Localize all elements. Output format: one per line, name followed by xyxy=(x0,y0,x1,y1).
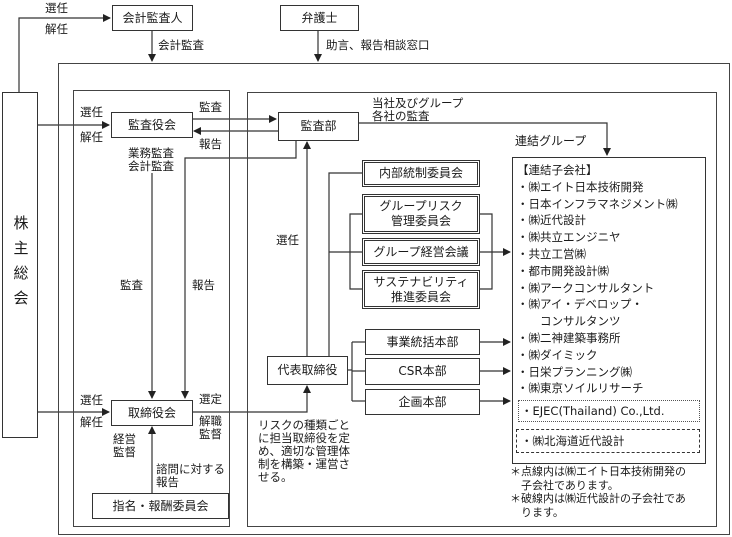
accounting-audit-label: 会計監査 xyxy=(158,38,204,52)
nomination-committee-label: 指名・報酬委員会 xyxy=(112,498,209,513)
subsidiary-item: ・㈱共立エンジニヤ xyxy=(517,230,621,245)
note-line: せる。 xyxy=(258,470,293,484)
advisory-report-line1: 諮問に対する xyxy=(156,462,225,476)
committee-label: サステナビリティ xyxy=(373,274,469,289)
auditor-dismiss-label: 解任 xyxy=(45,22,68,36)
company-frame xyxy=(58,63,730,535)
division-csr: CSR本部 xyxy=(365,358,480,385)
consolidated-group-label: 連結グループ xyxy=(515,134,587,148)
division-label: CSR本部 xyxy=(398,364,447,378)
lawyer-label: 弁護士 xyxy=(301,10,338,25)
subsidiaries-list: 【連結子会社】 ・㈱エイト日本技術開発 ・日本インフラマネジメント㈱ ・㈱近代設… xyxy=(517,162,678,397)
manage-supervise-line1: 経営 xyxy=(113,432,136,446)
subsidiary-item: ・日本インフラマネジメント㈱ xyxy=(517,196,678,211)
dismiss-supervise-line2: 監督 xyxy=(199,427,222,441)
subsidiary-item: ・共立工営㈱ xyxy=(517,246,586,261)
subsidiaries-box xyxy=(512,157,706,464)
division-label: 企画本部 xyxy=(398,394,447,409)
note-line: に担当取締役を定 xyxy=(258,431,350,445)
audit-dept-label: 監査部 xyxy=(300,119,337,133)
auditor-appoint-label: 選任 xyxy=(45,1,68,15)
subsidiary-item: ・日栄プランニング㈱ xyxy=(517,364,632,379)
committee-label: 内部統制委員会 xyxy=(378,166,463,180)
audit-to-board-label: 監査 xyxy=(120,278,143,292)
footnote-line: ります。 xyxy=(510,505,564,519)
committee-internal-control: 内部統制委員会 xyxy=(362,160,480,187)
subsidiary-item: ・㈱アークコンサルタント xyxy=(517,280,655,295)
nomination-committee-box: 指名・報酬委員会 xyxy=(92,493,229,519)
accounting-auditor-label: 会計監査人 xyxy=(122,10,183,25)
board-dismiss-label: 解任 xyxy=(80,415,103,429)
note-line: リスクの種類ごと xyxy=(258,418,350,432)
subsidiary-item: ・㈱二神建築事務所 xyxy=(517,330,621,345)
appoint-audit-dept-label: 選任 xyxy=(276,233,299,247)
board-of-directors-box: 取締役会 xyxy=(111,400,193,426)
audit-board-dismiss-label: 解任 xyxy=(80,130,103,144)
subsidiary-item: ・㈱エイト日本技術開発 xyxy=(517,179,644,194)
hokkaido-subsidiary: ・㈱北海道近代設計 xyxy=(521,434,625,448)
manage-supervise-line2: 監督 xyxy=(113,445,136,459)
dept-report-label: 報告 xyxy=(199,137,222,151)
audit-dept-scope-line2: 各社の監査 xyxy=(372,109,430,123)
footnote-line: ＊破線内は㈱近代設計の子会社であ xyxy=(510,492,686,505)
select-label: 選定 xyxy=(199,392,222,406)
note-line: め、適切な管理体 xyxy=(258,444,350,458)
committee-group-management: グループ経営会議 xyxy=(362,238,480,266)
hokkaido-subsidiary-dashed-box xyxy=(516,429,700,453)
audit-scope-line1: 業務監査 xyxy=(128,146,174,160)
committee-label: 管理委員会 xyxy=(390,214,451,228)
subsidiary-item: ・㈱東京ソイルリサーチ xyxy=(517,381,644,396)
board-of-directors-label: 取締役会 xyxy=(127,405,176,420)
risk-management-note: リスクの種類ごと に担当取締役を定 め、適切な管理体 制を構築・運営さ せる。 xyxy=(258,419,350,484)
subsidiary-item: ・㈱ダイミック xyxy=(517,347,598,362)
subsidiary-footnotes: ＊点線内は㈱エイト日本技術開発の 子会社であります。 ＊破線内は㈱近代設計の子会… xyxy=(510,465,686,519)
audit-to-dept-label: 監査 xyxy=(199,100,222,114)
representative-director-label: 代表取締役 xyxy=(277,363,338,377)
representative-director-box: 代表取締役 xyxy=(267,356,348,385)
board-appoint-label: 選任 xyxy=(80,393,103,407)
footnote-line: ＊点線内は㈱エイト日本技術開発の xyxy=(510,465,686,478)
subsidiary-item: コンサルタンツ xyxy=(517,314,621,329)
execution-panel xyxy=(247,92,717,527)
audit-board-appoint-label: 選任 xyxy=(80,105,103,119)
committee-sustainability: サステナビリティ 推進委員会 xyxy=(362,270,480,309)
ejec-subsidiary: ・EJEC(Thailand) Co.,Ltd. xyxy=(521,404,665,418)
footnote-line: 子会社であります。 xyxy=(510,478,619,492)
subsidiary-item: ・㈱アイ・デベロップ・ xyxy=(517,297,643,312)
subsidiary-item: ・㈱近代設計 xyxy=(517,213,586,228)
division-planning: 企画本部 xyxy=(365,389,480,415)
committee-label: 推進委員会 xyxy=(390,289,451,304)
accounting-auditor-box: 会計監査人 xyxy=(112,5,193,31)
dismiss-supervise-line1: 解職 xyxy=(199,414,222,428)
audit-scope-line2: 会計監査 xyxy=(128,159,174,173)
committee-group-risk: グループリスク 管理委員会 xyxy=(362,194,480,234)
advisory-report-line2: 報告 xyxy=(156,475,179,489)
division-business: 事業統括本部 xyxy=(365,329,480,355)
audit-panel xyxy=(73,90,230,527)
shareholders-meeting-box: 株主総会 xyxy=(2,92,38,438)
committee-label: グループリスク xyxy=(379,199,463,213)
report-to-board-label: 報告 xyxy=(192,278,215,292)
shareholders-meeting-label: 株主総会 xyxy=(11,215,30,315)
audit-dept-scope-line1: 当社及びグループ xyxy=(372,96,464,110)
division-label: 事業統括本部 xyxy=(386,334,459,349)
audit-dept-box: 監査部 xyxy=(278,112,359,141)
ejec-subsidiary-dotted-box xyxy=(518,400,700,422)
committee-label: グループ経営会議 xyxy=(373,244,469,259)
subsidiary-item: ・都市開発設計㈱ xyxy=(517,263,609,278)
lawyer-box: 弁護士 xyxy=(280,5,359,31)
note-line: 制を構築・運営さ xyxy=(258,457,350,471)
audit-board-label: 監査役会 xyxy=(127,117,176,132)
audit-board-box: 監査役会 xyxy=(111,112,193,138)
subsidiaries-heading: 【連結子会社】 xyxy=(517,163,598,177)
lawyer-advice-label: 助言、報告相談窓口 xyxy=(326,38,430,52)
